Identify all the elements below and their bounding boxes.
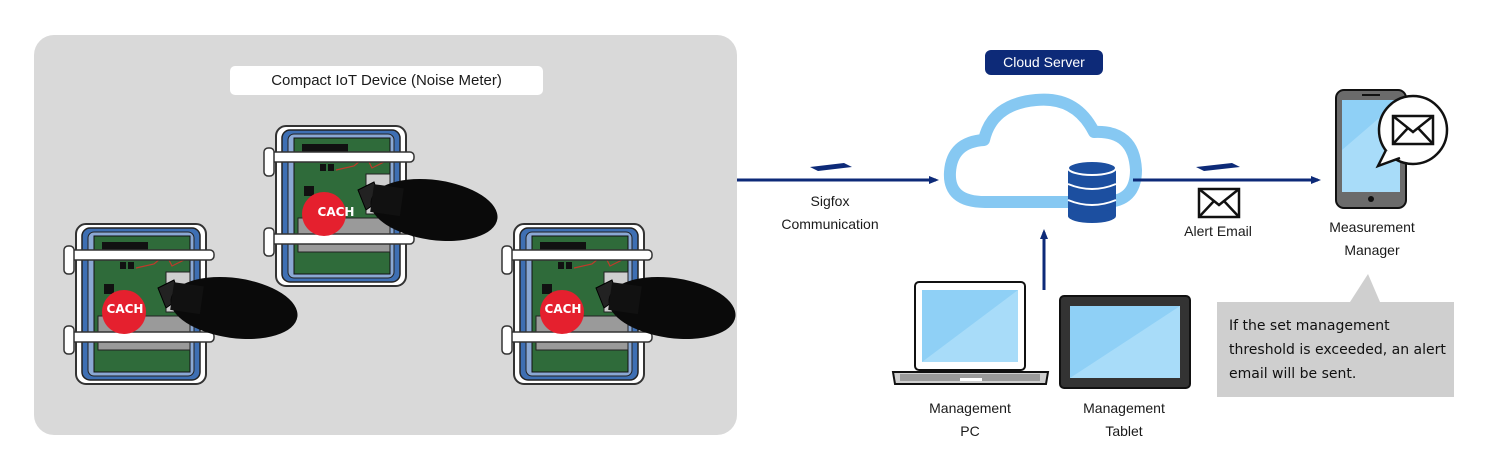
alert-callout-line3: email will be sent. [1229, 366, 1357, 382]
alert-callout-text: If the set management threshold is excee… [1229, 314, 1451, 386]
alert-callout [1217, 302, 1454, 397]
message-bubble-icon [1375, 94, 1449, 169]
device-logo-1: CACH [106, 302, 144, 316]
device-logo-3: CACH [544, 302, 582, 316]
management-tablet-line1: Management [1083, 400, 1165, 416]
measurement-manager-line1: Measurement [1329, 219, 1415, 235]
database-icon [1067, 160, 1117, 223]
management-pc-label: Management PC [908, 397, 1032, 443]
management-tablet-line2: Tablet [1105, 423, 1143, 439]
device-panel-title: Compact IoT Device (Noise Meter) [230, 66, 543, 95]
callout-pointer [1350, 274, 1380, 302]
alert-callout-line1: If the set management [1229, 318, 1390, 334]
noise-meter-device-2 [263, 125, 503, 287]
alert-callout-line2: threshold is exceeded, an alert [1229, 342, 1446, 358]
laptop-icon [891, 281, 1050, 385]
cloud-server-badge: Cloud Server [985, 50, 1103, 75]
tablet-icon [1059, 295, 1191, 389]
alert-email-label: Alert Email [1184, 223, 1252, 239]
alert-email-arrow [1133, 163, 1321, 184]
measurement-manager-line2: Manager [1344, 242, 1400, 258]
management-pc-line2: PC [960, 423, 980, 439]
measurement-manager-label: Measurement Manager [1310, 216, 1434, 262]
sigfox-label-line1: Sigfox [810, 193, 850, 209]
device-logo-2: CACH [317, 205, 355, 219]
management-pc-line1: Management [929, 400, 1011, 416]
sigfox-arrow [737, 163, 939, 184]
sigfox-label: Sigfox Communication [760, 190, 900, 236]
noise-meter-device-3 [501, 223, 741, 385]
alert-envelope-icon [1197, 187, 1241, 219]
sigfox-label-line2: Communication [781, 216, 879, 232]
management-tablet-label: Management Tablet [1062, 397, 1186, 443]
